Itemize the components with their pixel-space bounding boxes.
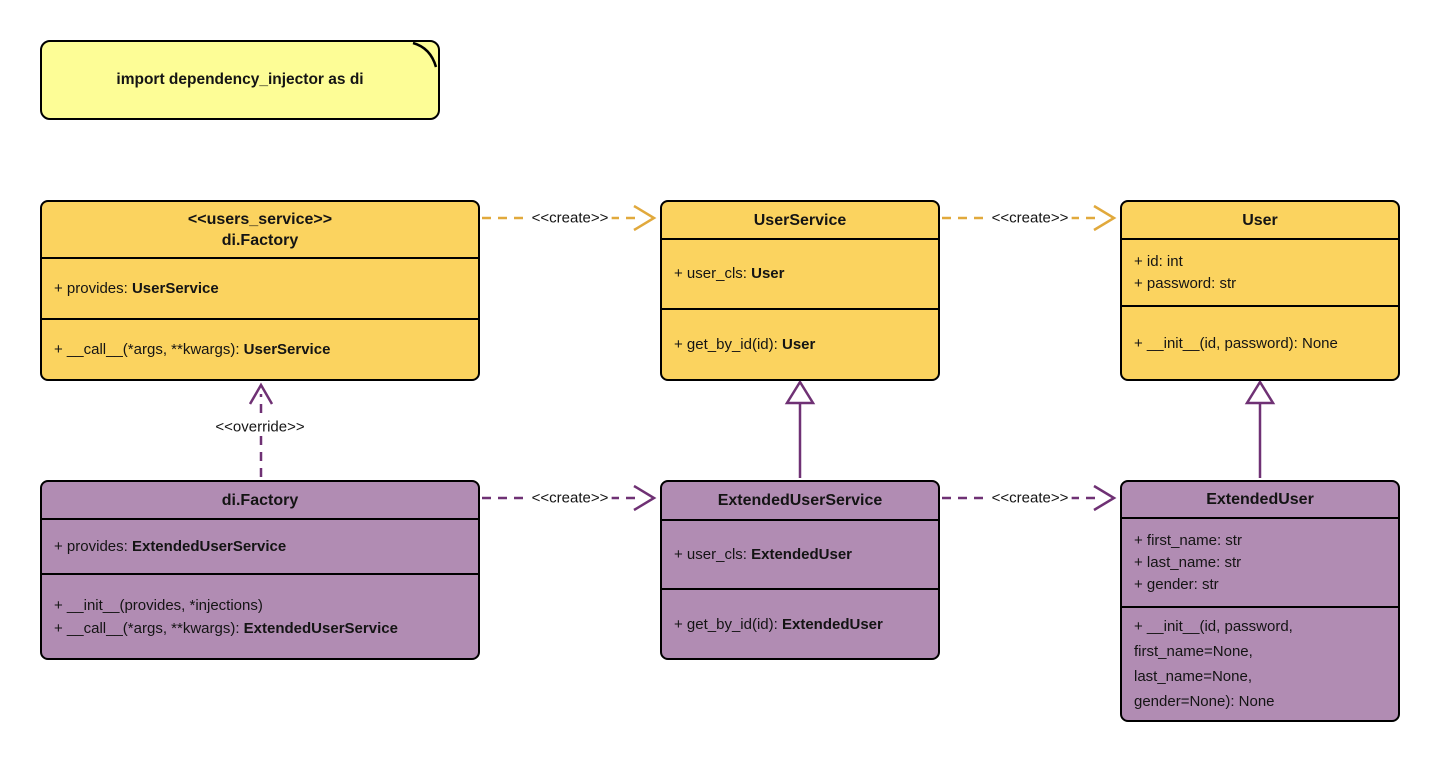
inheritance-arrow-extendeduser	[1244, 379, 1276, 478]
method-row: gender=None): None	[1134, 693, 1275, 710]
attribute-row: + provides: ExtendedUserService	[54, 537, 287, 555]
attribute-row: + user_cls: ExtendedUser	[674, 545, 852, 563]
attributes-section: + first_name: str + last_name: str + gen…	[1122, 519, 1398, 608]
methods-section: + get_by_id(id): ExtendedUser	[662, 590, 938, 658]
import-note-text: import dependency_injector as di	[116, 71, 364, 88]
attributes-section: + user_cls: ExtendedUser	[662, 521, 938, 590]
class-title: ExtendedUserService	[662, 482, 938, 521]
methods-section: + __init__(provides, *injections) + __ca…	[42, 575, 478, 658]
class-name: User	[1242, 211, 1278, 229]
attributes-section: + provides: ExtendedUserService	[42, 520, 478, 575]
create-label-2: <<create>>	[988, 209, 1072, 227]
attribute-row: + provides: UserService	[54, 279, 219, 297]
create-label-1: <<create>>	[528, 209, 612, 227]
method-row: + get_by_id(id): ExtendedUser	[674, 615, 883, 633]
class-title: UserService	[662, 202, 938, 240]
class-name: di.Factory	[221, 231, 299, 249]
method-row: first_name=None,	[1134, 643, 1253, 660]
methods-section: + __init__(id, password, first_name=None…	[1122, 608, 1398, 720]
method-row: + get_by_id(id): User	[674, 336, 816, 353]
class-name: UserService	[753, 211, 847, 229]
attributes-section: + user_cls: User	[662, 240, 938, 310]
class-name: ExtendedUserService	[717, 492, 883, 509]
attribute-row: + password: str	[1134, 274, 1237, 292]
class-box-users-service-factory: <<users_service>> di.Factory + provides:…	[40, 200, 480, 381]
methods-section: + get_by_id(id): User	[662, 310, 938, 379]
method-row: + __call__(*args, **kwargs): UserService	[54, 341, 331, 358]
class-box-user: User + id: int + password: str + __init_…	[1120, 200, 1400, 381]
create-label-4: <<create>>	[988, 489, 1072, 507]
class-box-extended-user: ExtendedUser + first_name: str + last_na…	[1120, 480, 1400, 722]
import-note: import dependency_injector as di	[40, 40, 440, 120]
attribute-row: + last_name: str	[1134, 553, 1242, 571]
method-row: + __init__(provides, *injections)	[54, 596, 263, 614]
methods-section: + __call__(*args, **kwargs): UserService	[42, 320, 478, 379]
class-name: di.Factory	[221, 491, 299, 509]
inheritance-arrow-extendeduserservice	[784, 379, 816, 478]
method-row: + __init__(id, password,	[1134, 618, 1293, 635]
attributes-section: + id: int + password: str	[1122, 240, 1398, 307]
attribute-row: + first_name: str	[1134, 531, 1242, 549]
create-label-3: <<create>>	[528, 489, 612, 507]
attributes-section: + provides: UserService	[42, 259, 478, 320]
class-box-extended-factory: di.Factory + provides: ExtendedUserServi…	[40, 480, 480, 660]
class-box-user-service: UserService + user_cls: User + get_by_id…	[660, 200, 940, 381]
attribute-row: + id: int	[1134, 252, 1183, 270]
method-row: + __init__(id, password): None	[1134, 334, 1338, 352]
class-title: User	[1122, 202, 1398, 240]
attribute-row: + gender: str	[1134, 575, 1219, 593]
class-stereotype: <<users_service>>	[187, 210, 333, 228]
methods-section: + __init__(id, password): None	[1122, 307, 1398, 379]
note-fold-corner-icon	[412, 41, 438, 68]
override-label: <<override>>	[212, 418, 308, 436]
class-title: di.Factory	[42, 482, 478, 520]
method-row: last_name=None,	[1134, 668, 1252, 685]
class-name: ExtendedUser	[1206, 491, 1314, 508]
attribute-row: + user_cls: User	[674, 265, 785, 282]
class-box-extended-user-service: ExtendedUserService + user_cls: Extended…	[660, 480, 940, 660]
method-row: + __call__(*args, **kwargs): ExtendedUse…	[54, 619, 398, 637]
class-title: ExtendedUser	[1122, 482, 1398, 519]
class-title: <<users_service>> di.Factory	[42, 202, 478, 259]
